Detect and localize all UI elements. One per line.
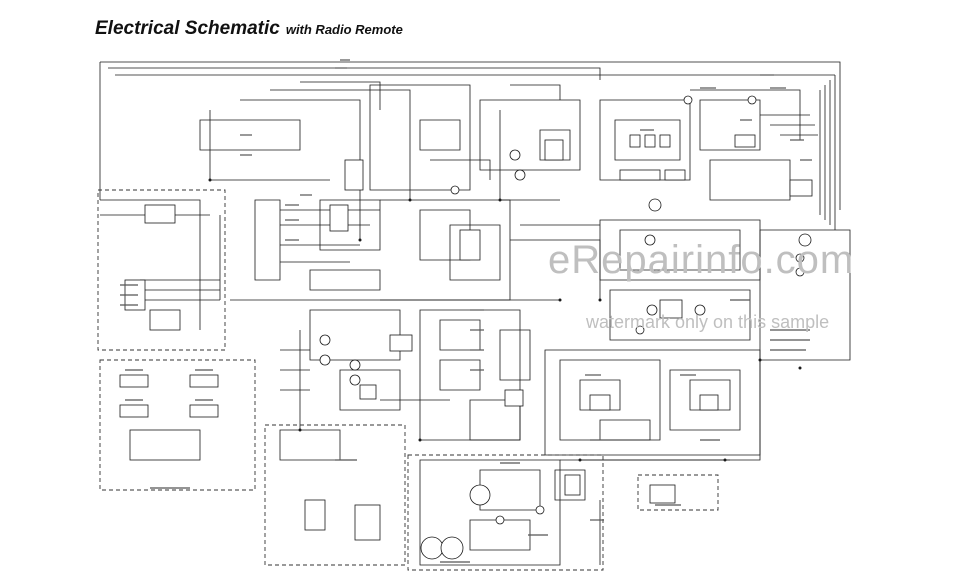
lamp-motor-symbols	[319, 95, 812, 560]
relay-symbols	[119, 134, 813, 541]
label-stubs	[120, 59, 812, 563]
dashed-option-boxes	[97, 189, 719, 571]
title-sub: with Radio Remote	[285, 22, 403, 37]
title-main: Electrical Schematic	[95, 18, 280, 39]
watermark-note: watermark only on this sample	[586, 312, 830, 332]
page-title: Electrical Schematic with Radio Remote	[95, 18, 403, 40]
connection-dots	[208, 178, 802, 462]
watermark-site: eRepairinfo.com	[548, 238, 855, 282]
